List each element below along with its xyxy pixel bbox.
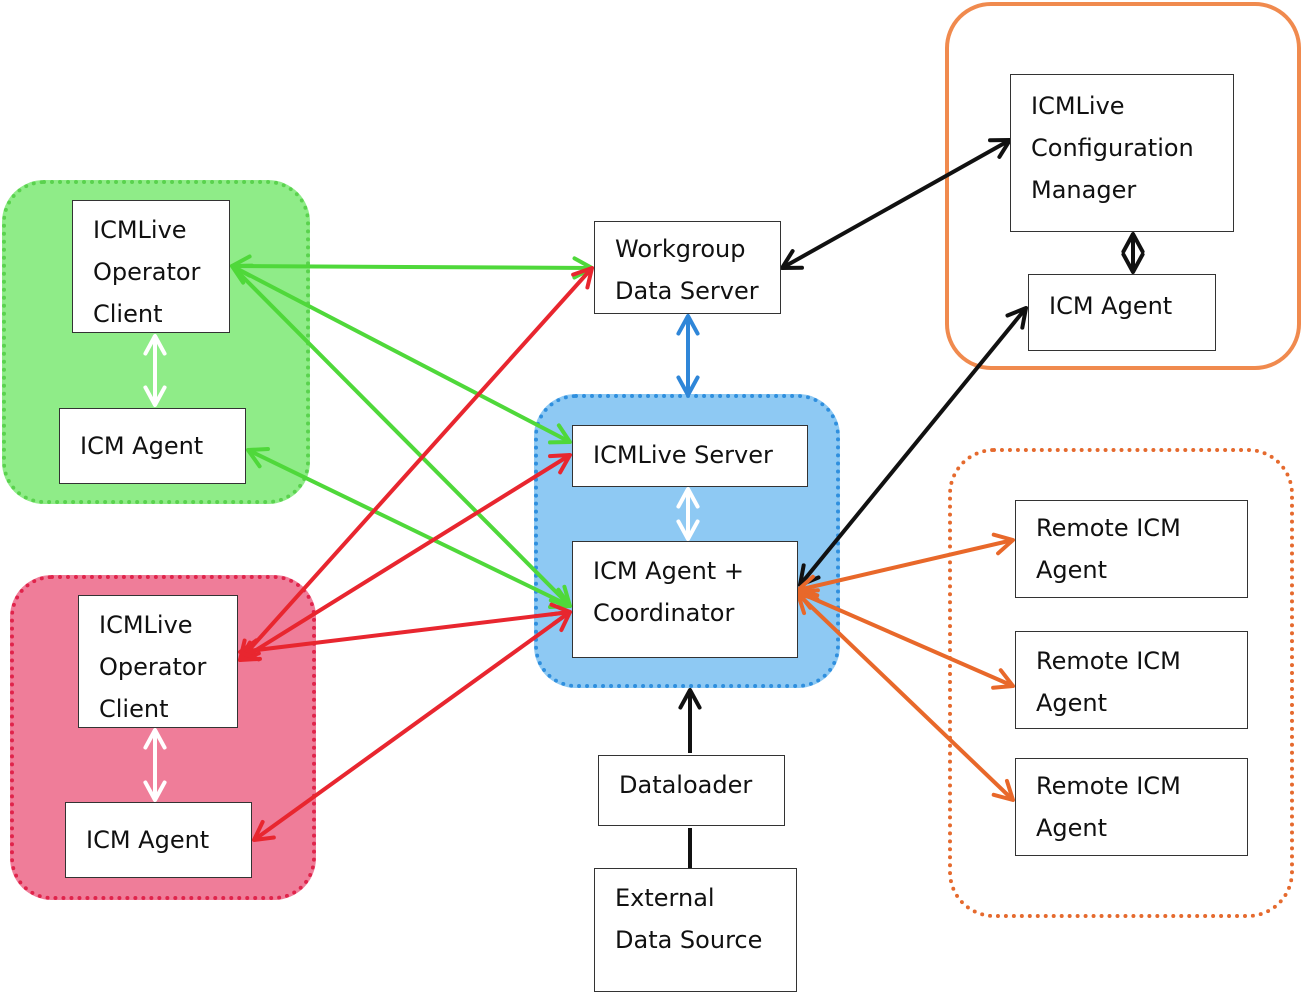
icm-agent-green-node: ICM Agent xyxy=(59,408,246,484)
remote-icm-agent-node-1: Remote ICM Agent xyxy=(1015,500,1248,598)
icm-agent-config-node: ICM Agent xyxy=(1028,274,1216,351)
operator-client-pink-node: ICMLive Operator Client xyxy=(78,595,238,728)
operator-client-green-node: ICMLive Operator Client xyxy=(72,200,230,333)
external-data-source-node: External Data Source xyxy=(594,868,797,992)
dataloader-node: Dataloader xyxy=(598,755,785,826)
icm-agent-pink-node: ICM Agent xyxy=(65,802,252,878)
workgroup-data-server-node: Workgroup Data Server xyxy=(594,221,781,314)
configuration-manager-node: ICMLive Configuration Manager xyxy=(1010,74,1234,232)
remote-icm-agent-node-3: Remote ICM Agent xyxy=(1015,758,1248,856)
icmlive-server-node: ICMLive Server xyxy=(572,425,808,487)
arrow-workgroup-to-server-group xyxy=(676,314,700,397)
icm-agent-coordinator-node: ICM Agent + Coordinator xyxy=(572,541,798,658)
remote-icm-agent-node-2: Remote ICM Agent xyxy=(1015,631,1248,729)
arrow-dataloader-to-server-group xyxy=(678,688,702,753)
